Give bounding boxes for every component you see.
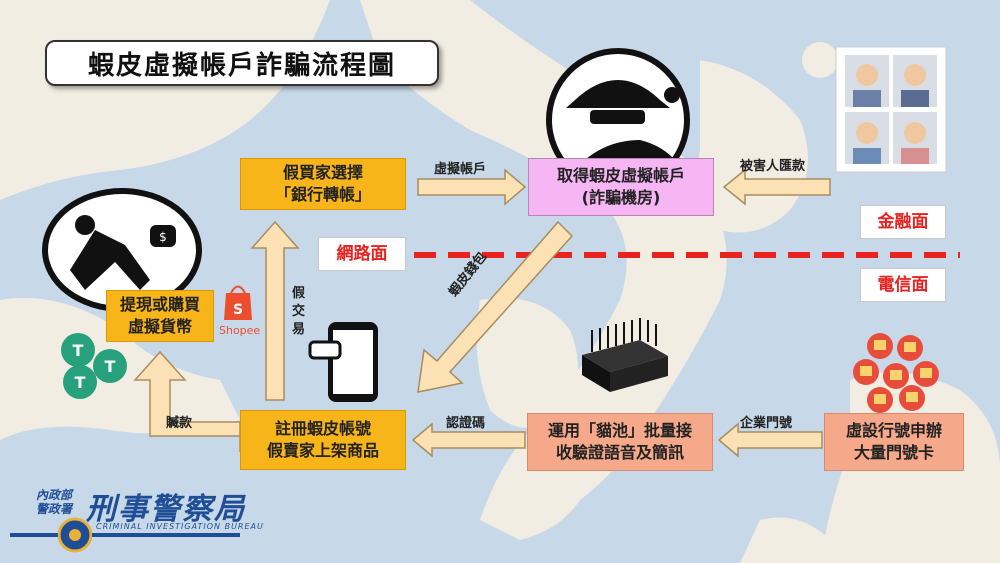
node-register: 註冊蝦皮帳號假賣家上架商品: [240, 410, 406, 470]
edge-label-business-number: 企業門號: [740, 416, 793, 431]
logo-name: 刑事警察局: [86, 492, 246, 527]
svg-text:T: T: [75, 373, 86, 392]
edge-label-verification-code: 認證碼: [446, 416, 486, 431]
edge-label-victim-remit: 被害人匯款: [740, 159, 806, 174]
node-withdraw-line1: 提現或購買: [119, 295, 200, 314]
layer-network-tag: 網路面: [318, 237, 406, 271]
node-cat-pool: 運用「貓池」批量接收驗證語音及簡訊: [527, 413, 713, 471]
node-cat-pool-line1: 運用「貓池」批量接: [547, 421, 692, 440]
node-fake-company-line1: 虛設行號申辦: [845, 421, 942, 440]
phone-illustration: [308, 322, 378, 402]
logo-ministry: 內政部: [36, 488, 73, 502]
arrow-business-number: [717, 422, 823, 458]
logo-english: CRIMINAL INVESTIGATION BUREAU: [96, 522, 264, 531]
svg-text:S: S: [233, 302, 243, 318]
arrow-stolen-funds: [133, 350, 241, 452]
arrow-fake-trade: [250, 220, 300, 401]
cat-pool-device-illustration: [582, 318, 668, 392]
logo-ministry-block: 內政部 警政署: [36, 488, 72, 516]
cib-emblem-icon: [10, 517, 240, 553]
layer-telecom-tag: 電信面: [860, 268, 946, 302]
sim-cards-illustration: [853, 333, 939, 413]
node-get-account-line1: 取得蝦皮虛擬帳戶: [556, 166, 685, 185]
arrow-shopee-wallet: [417, 220, 574, 393]
shopee-bag-icon: S: [224, 285, 252, 320]
node-fake-company: 虛設行號申辦大量門號卡: [824, 413, 964, 471]
edge-label-stolen-funds: 贓款: [166, 416, 193, 431]
arrow-virtual-account: [417, 168, 527, 206]
node-withdraw: 提現或購買虛擬貨幣: [106, 290, 214, 342]
node-buyer-choose: 假買家選擇「銀行轉帳」: [240, 158, 406, 210]
svg-text:T: T: [73, 341, 84, 360]
node-fake-company-line2: 大量門號卡: [853, 443, 934, 462]
money-person-illustration: $: [42, 188, 202, 312]
diagram-title: 蝦皮虛擬帳戶詐騙流程圖: [45, 40, 439, 86]
layer-finance-tag: 金融面: [860, 205, 946, 239]
shopee-label: Shopee: [219, 324, 261, 337]
node-get-account-line2: (詐騙機房): [581, 188, 661, 207]
arrow-verification-code: [411, 422, 526, 458]
edge-label-virtual-account: 虛擬帳戶: [434, 162, 487, 177]
logo-agency: 警政署: [36, 502, 73, 516]
node-buyer-choose-line1: 假買家選擇: [282, 163, 363, 182]
node-register-line1: 註冊蝦皮帳號: [274, 419, 371, 438]
arrow-victim-remit: [722, 168, 831, 206]
node-buyer-choose-line2: 「銀行轉帳」: [274, 185, 371, 204]
node-get-account: 取得蝦皮虛擬帳戶 (詐騙機房): [528, 158, 714, 216]
node-withdraw-line2: 虛擬貨幣: [127, 317, 192, 336]
svg-text:T: T: [105, 357, 116, 376]
edge-label-fake-trade: 假交易: [292, 286, 306, 337]
svg-text:$: $: [159, 230, 167, 244]
node-cat-pool-line2: 收驗證語音及簡訊: [555, 443, 684, 462]
node-register-line2: 假賣家上架商品: [266, 441, 379, 460]
crypto-coins-illustration: T T T: [61, 333, 127, 399]
victims-photo: [835, 46, 947, 173]
